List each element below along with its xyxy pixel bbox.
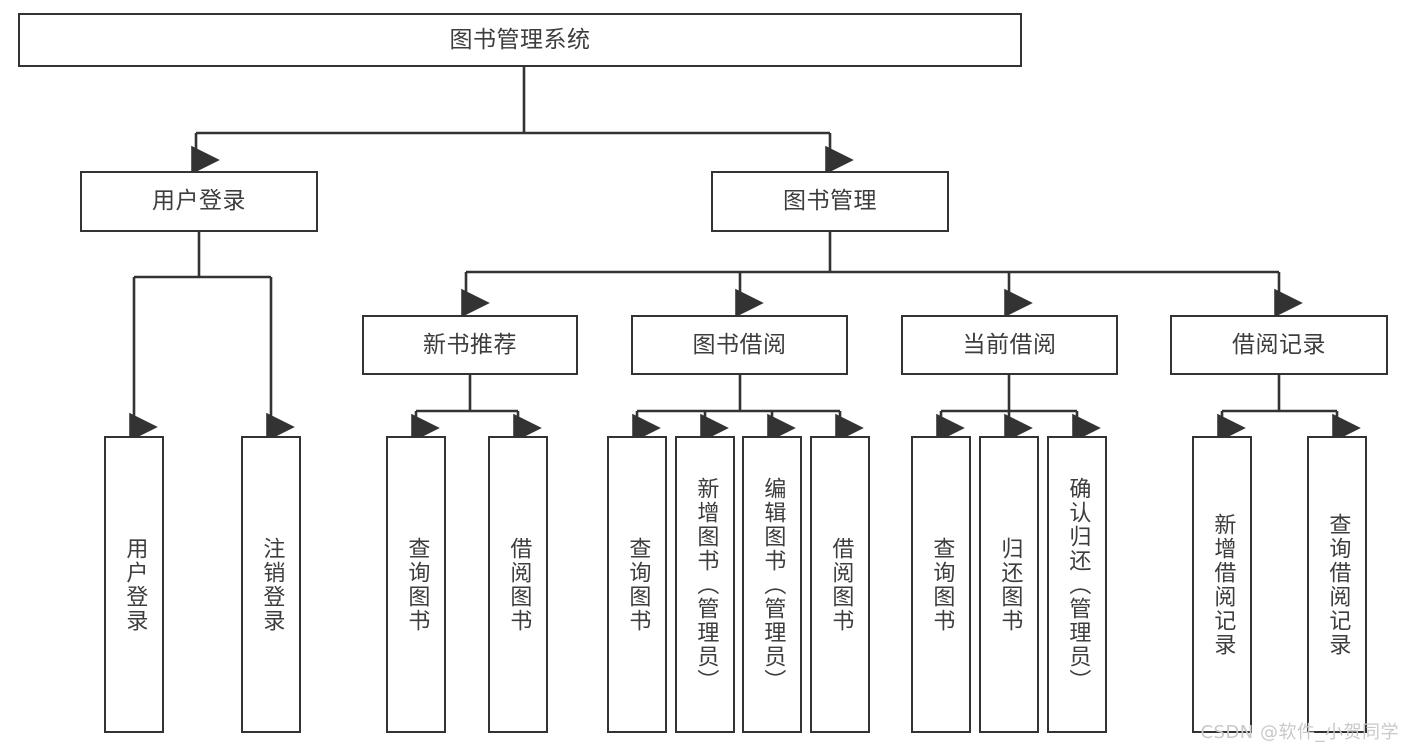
leaf-book-borrow-add[interactable]: 新增图书（管理员） (675, 436, 735, 733)
leaf-label: 新增图书（管理员） (693, 476, 719, 693)
leaf-new-book-query[interactable]: 查询图书 (386, 436, 446, 733)
leaf-label: 查询图书 (929, 536, 955, 633)
leaf-current-borrow-query[interactable]: 查询图书 (911, 436, 971, 733)
leaf-label: 注销登录 (259, 536, 285, 633)
leaf-label: 查询图书 (625, 536, 651, 633)
leaf-label: 查询借阅记录 (1325, 512, 1351, 657)
node-book-borrow-label: 图书借阅 (692, 331, 787, 358)
leaf-borrow-record-query[interactable]: 查询借阅记录 (1307, 436, 1367, 733)
node-root[interactable]: 图书管理系统 (18, 13, 1022, 67)
node-user-login[interactable]: 用户登录 (80, 171, 318, 232)
node-borrow-record-label: 借阅记录 (1232, 331, 1326, 358)
leaf-label: 确认归还（管理员） (1065, 476, 1091, 693)
leaf-label: 归还图书 (997, 536, 1023, 633)
node-root-label: 图书管理系统 (449, 26, 591, 53)
leaf-borrow-record-add[interactable]: 新增借阅记录 (1192, 436, 1252, 733)
leaf-label: 用户登录 (122, 536, 148, 633)
leaf-label: 编辑图书（管理员） (760, 476, 786, 693)
leaf-book-borrow-query[interactable]: 查询图书 (607, 436, 667, 733)
node-current-borrow-label: 当前借阅 (962, 331, 1057, 358)
node-new-book-recommend-label: 新书推荐 (423, 331, 517, 358)
node-book-management[interactable]: 图书管理 (711, 171, 949, 232)
leaf-label: 借阅图书 (506, 536, 532, 633)
leaf-label: 新增借阅记录 (1210, 512, 1236, 657)
leaf-book-borrow-lend[interactable]: 借阅图书 (810, 436, 870, 733)
node-current-borrow[interactable]: 当前借阅 (901, 315, 1118, 375)
node-user-login-label: 用户登录 (152, 188, 246, 215)
leaf-book-borrow-edit[interactable]: 编辑图书（管理员） (742, 436, 802, 733)
node-book-management-label: 图书管理 (783, 188, 877, 215)
leaf-current-borrow-return[interactable]: 归还图书 (979, 436, 1039, 733)
leaf-user-login-signout[interactable]: 注销登录 (241, 436, 301, 733)
leaf-new-book-borrow[interactable]: 借阅图书 (488, 436, 548, 733)
node-new-book-recommend[interactable]: 新书推荐 (362, 315, 578, 375)
leaf-current-borrow-confirm[interactable]: 确认归还（管理员） (1047, 436, 1107, 733)
leaf-user-login-signin[interactable]: 用户登录 (104, 436, 164, 733)
leaf-label: 借阅图书 (828, 536, 854, 633)
leaf-label: 查询图书 (404, 536, 430, 633)
node-borrow-record[interactable]: 借阅记录 (1170, 315, 1388, 375)
node-book-borrow[interactable]: 图书借阅 (631, 315, 848, 375)
